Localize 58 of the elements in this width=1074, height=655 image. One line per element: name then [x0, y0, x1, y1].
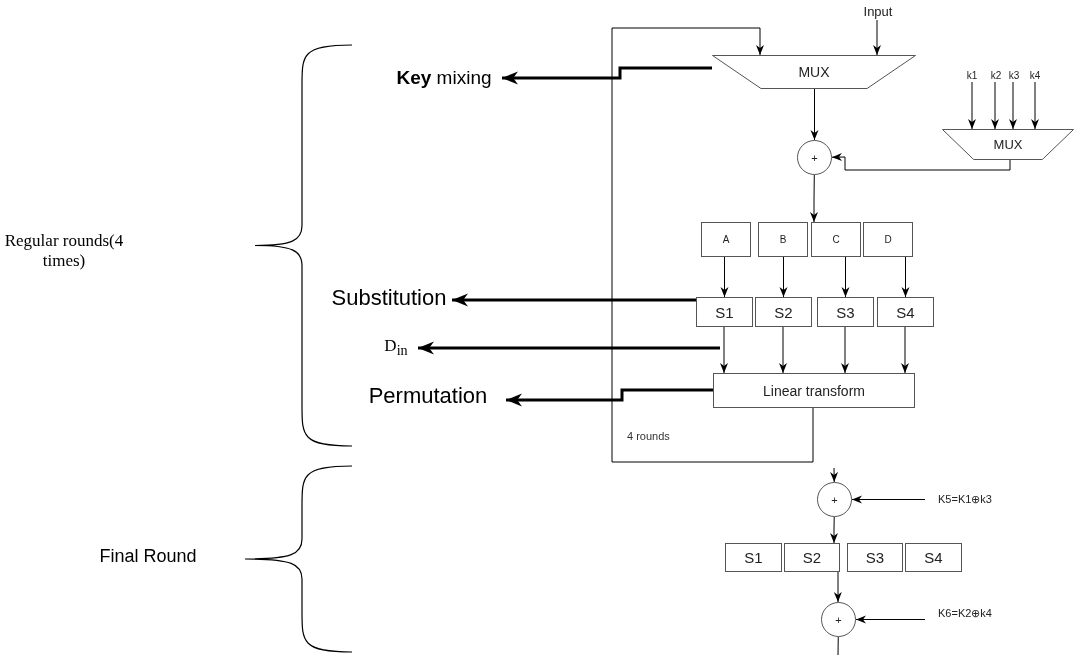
key-label: k3: [1006, 68, 1022, 82]
multiplexer-block: MUX: [942, 129, 1074, 160]
sbox-box: S4: [905, 543, 962, 572]
key-label: K5=K1⊕k3: [925, 491, 1005, 507]
section-heading: Final Round: [90, 544, 206, 568]
arrow: [611, 27, 814, 463]
key-label: K6=K2⊕k4: [925, 605, 1005, 621]
callout-arrow: [452, 293, 696, 307]
arrow: [841, 256, 850, 298]
register-box: C: [811, 222, 861, 257]
sbox-box: S1: [725, 543, 782, 572]
xor-circle: +: [817, 482, 852, 517]
register-box: A: [701, 222, 751, 257]
stage-label: Key mixing: [386, 64, 502, 92]
sbox-box: S2: [755, 297, 812, 327]
key-label: k4: [1027, 68, 1043, 82]
section-heading: Regular rounds(4 times): [0, 228, 128, 274]
stage-label: Permutation: [350, 382, 506, 410]
callout-arrow: [502, 66, 712, 85]
arrow: [991, 81, 999, 130]
arrow: [855, 615, 926, 624]
sbox-box: S2: [784, 543, 840, 572]
arrow: [831, 153, 1011, 171]
arrow: [841, 326, 849, 374]
arrow: [901, 326, 909, 374]
sbox-box: S1: [696, 297, 753, 327]
key-label: k1: [964, 68, 980, 82]
sbox-box: S3: [817, 297, 874, 327]
xor-circle: +: [821, 602, 856, 637]
sbox-box: S4: [877, 297, 934, 327]
arrow: [779, 326, 787, 374]
arrow: [968, 81, 976, 130]
arrow: [779, 256, 788, 298]
arrow: [873, 19, 881, 56]
arrow: [901, 256, 910, 298]
sbox-box: S3: [847, 543, 903, 572]
process-box: Linear transform: [713, 373, 915, 408]
register-box: B: [758, 222, 808, 257]
arrow: [720, 256, 729, 298]
register-box: D: [863, 222, 913, 257]
multiplexer-block: MUX: [712, 55, 916, 89]
key-label: k2: [988, 68, 1004, 82]
arrow: [830, 516, 838, 544]
arrow: [810, 88, 819, 141]
loop-count-note: 4 rounds: [627, 430, 670, 442]
arrow: [830, 467, 839, 483]
xor-circle: +: [797, 140, 832, 175]
arrow: [1009, 81, 1017, 130]
callout-arrow: [506, 388, 713, 407]
input-label: Input: [857, 2, 899, 20]
arrow: [851, 495, 926, 504]
arrow: [1031, 81, 1039, 130]
arrow: [720, 326, 728, 374]
arrow: [810, 174, 818, 223]
callout-arrow: [418, 341, 720, 355]
arrow: [833, 571, 842, 603]
signal-label: D$_{in}$: [374, 335, 418, 361]
stage-label: Substitution: [326, 284, 452, 312]
